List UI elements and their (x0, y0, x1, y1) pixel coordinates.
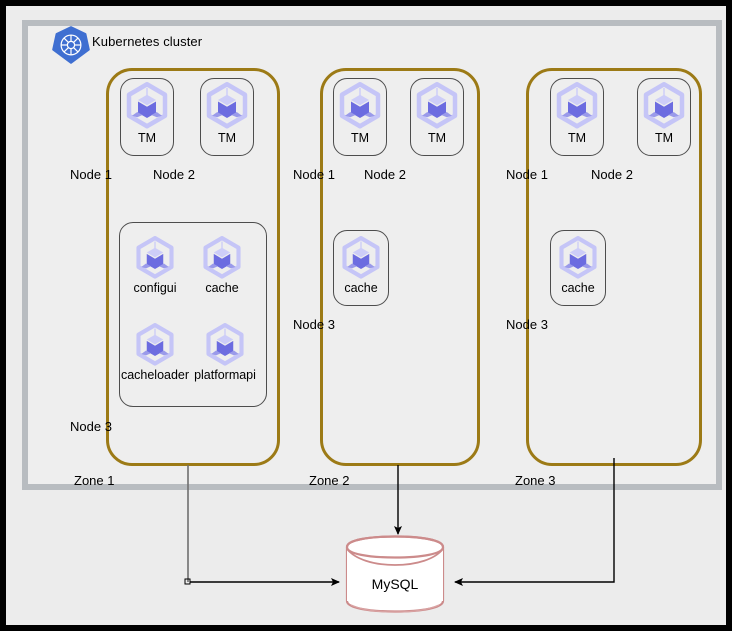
k8s-pod-icon (342, 236, 380, 279)
pod-zone3-node2-tm[interactable]: TM (640, 82, 688, 145)
pod-label: platformapi (194, 368, 256, 382)
zone-2-box (320, 68, 480, 466)
zone-1-node-1-label: Node 1 (70, 167, 112, 182)
pod-label: cache (205, 281, 239, 295)
pod-label: cache (344, 281, 378, 295)
zone-1-node-3-box (119, 222, 267, 407)
pod-label: configui (133, 281, 177, 295)
zone-2-node-3-box (333, 230, 389, 306)
pod-zone1-node3-configui[interactable]: configui (121, 236, 189, 295)
pod-zone3-node3-cache[interactable]: cache (556, 236, 600, 295)
zone-2-node-1-box (333, 78, 387, 156)
pod-zone2-node1-tm[interactable]: TM (336, 82, 384, 145)
zone-2-node-2-label: Node 2 (364, 167, 406, 182)
zone-1-node-1-box (120, 78, 174, 156)
k8s-pod-icon (556, 82, 598, 129)
zone-3-node-1-box (550, 78, 604, 156)
zone-2-node-2-box (410, 78, 464, 156)
zone-3-node-3-box (550, 230, 606, 306)
pod-label: cache (561, 281, 595, 295)
pod-label: TM (350, 131, 370, 145)
k8s-pod-icon (559, 236, 597, 279)
kubernetes-logo-icon (52, 26, 90, 64)
zone-2-label: Zone 2 (309, 473, 350, 488)
pod-zone1-node3-cacheloader[interactable]: cacheloader (116, 323, 194, 382)
database-label: MySQL (371, 576, 419, 592)
zone-1-node-2-label: Node 2 (153, 167, 195, 182)
k8s-pod-icon (206, 323, 244, 366)
pod-label: cacheloader (120, 368, 190, 382)
zone-3-node-3-label: Node 3 (506, 317, 548, 332)
pod-label: TM (654, 131, 674, 145)
pod-label: TM (427, 131, 447, 145)
zone-1-node-3-label: Node 3 (70, 419, 112, 434)
zone-2-node-1-label: Node 1 (293, 167, 335, 182)
zone-1-node-2-box (200, 78, 254, 156)
pod-zone2-node3-cache[interactable]: cache (339, 236, 383, 295)
zone-1-box (106, 68, 280, 466)
zone-1-label: Zone 1 (74, 473, 115, 488)
zone-3-node-2-label: Node 2 (591, 167, 633, 182)
k8s-pod-icon (136, 236, 174, 279)
k8s-pod-icon (203, 236, 241, 279)
k8s-pod-icon (206, 82, 248, 129)
pod-label: TM (137, 131, 157, 145)
k8s-pod-icon (643, 82, 685, 129)
k8s-pod-icon (136, 323, 174, 366)
zone-3-node-2-box (637, 78, 691, 156)
cluster-title: Kubernetes cluster (92, 34, 203, 49)
pod-label: TM (217, 131, 237, 145)
pod-label: TM (567, 131, 587, 145)
zone-3-label: Zone 3 (515, 473, 556, 488)
pod-zone1-node3-cache[interactable]: cache (191, 236, 253, 295)
k8s-pod-icon (339, 82, 381, 129)
zone-2-node-3-label: Node 3 (293, 317, 335, 332)
pod-zone1-node3-platformapi[interactable]: platformapi (188, 323, 262, 382)
database-cylinder-icon[interactable] (343, 535, 447, 613)
k8s-pod-icon (416, 82, 458, 129)
zone-3-node-1-label: Node 1 (506, 167, 548, 182)
pod-zone1-node1-tm[interactable]: TM (123, 82, 171, 145)
k8s-pod-icon (126, 82, 168, 129)
pod-zone3-node1-tm[interactable]: TM (553, 82, 601, 145)
pod-zone2-node2-tm[interactable]: TM (413, 82, 461, 145)
pod-zone1-node2-tm[interactable]: TM (203, 82, 251, 145)
